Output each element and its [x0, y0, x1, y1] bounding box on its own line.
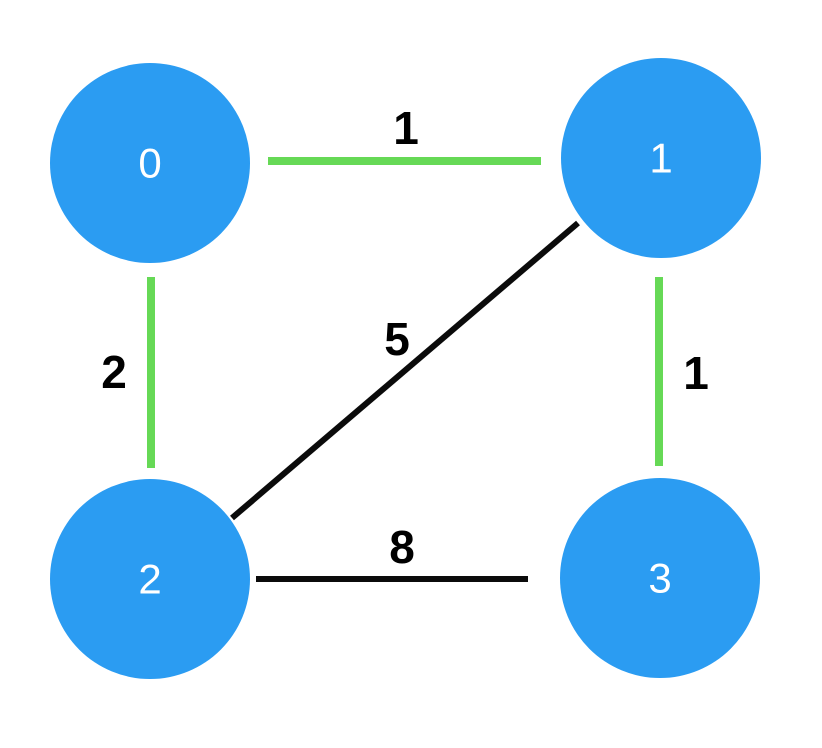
node-1-label: 1: [649, 135, 672, 182]
node-2-label: 2: [138, 556, 161, 603]
node-2: [50, 479, 250, 679]
node-1: [561, 58, 761, 258]
edge-0-2-weight-label: 2: [101, 346, 127, 398]
node-0-label: 0: [138, 140, 161, 187]
edge-1-2: [230, 220, 580, 521]
node-0: [50, 63, 250, 263]
edge-2-3-weight-label: 8: [389, 521, 415, 573]
edge-0-1-weight-label: 1: [393, 102, 419, 154]
node-3: [560, 478, 760, 678]
edge-1-3-weight-label: 1: [683, 347, 709, 399]
edge-1-2-weight-label: 5: [384, 313, 410, 365]
node-3-label: 3: [648, 555, 671, 602]
